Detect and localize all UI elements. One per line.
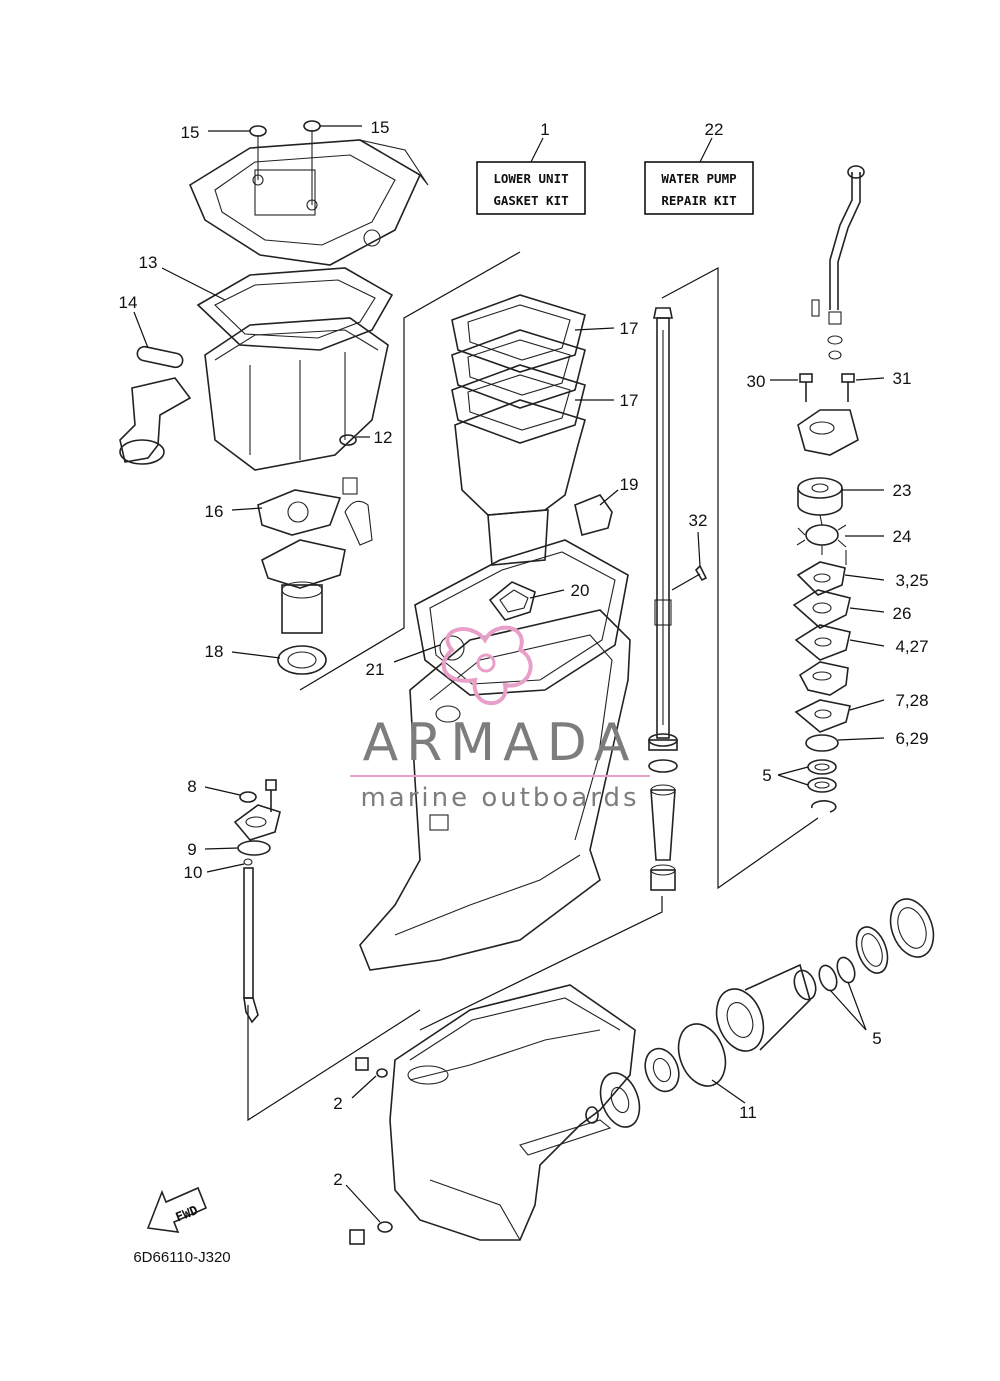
bolt-31 [841, 373, 855, 402]
o-ring-12 [339, 434, 373, 546]
exhaust-guide-part [454, 399, 586, 566]
callout-label: 30 [747, 372, 766, 391]
claw-washer-part [855, 926, 889, 974]
callout-label: 21 [366, 660, 385, 679]
gasket-7-28 [794, 699, 851, 733]
water-tube-part [811, 165, 865, 360]
callout-labels: 1 22 15 15 13 14 12 16 18 17 17 19 20 21… [119, 118, 929, 1189]
callout-label: 23 [893, 481, 912, 500]
insert-23 [797, 477, 843, 516]
water-pump-repair-kit-box: WATER PUMP REPAIR KIT [644, 161, 754, 215]
callout-label: 15 [181, 123, 200, 142]
oil-pan-part [204, 317, 389, 471]
kit-box-line2: REPAIR KIT [661, 193, 736, 208]
gasket-4-27 [794, 624, 851, 661]
o-ring-15-left [249, 125, 267, 137]
callout-label: 15 [371, 118, 390, 137]
armada-watermark: ARMADA marine outboards [350, 625, 650, 813]
pump-housing-part [797, 409, 859, 456]
plug-2-upper [355, 1057, 388, 1078]
callout-label: 2 [333, 1170, 342, 1189]
callout-label: 19 [620, 475, 639, 494]
callout-label: 11 [739, 1103, 757, 1122]
callout-label: 8 [187, 777, 196, 796]
callout-label: 3,25 [895, 571, 928, 590]
reverse-gear-part [585, 1072, 641, 1128]
watermark-logo-icon [441, 625, 533, 706]
gasket-21 [414, 539, 629, 696]
oil-seals-5-lower [818, 956, 856, 992]
callout-label: 26 [893, 604, 912, 623]
drive-shaft-bushings-part [648, 733, 678, 891]
lower-unit-gasket-kit-box: LOWER UNIT GASKET KIT [476, 161, 586, 215]
o-ring-6-29 [805, 734, 839, 752]
callout-label: 14 [119, 293, 138, 312]
watermark-brand: ARMADA [363, 713, 638, 773]
callout-label: 20 [571, 581, 590, 600]
callout-label: 5 [762, 766, 771, 785]
oil-seals-5-upper [807, 759, 837, 793]
bolt-30 [799, 373, 813, 402]
gasket-17-lower [451, 364, 586, 444]
seal-14 [136, 345, 184, 369]
kit-box-line2: GASKET KIT [493, 193, 568, 208]
watermark-tagline: marine outboards [360, 783, 639, 813]
seal-19 [574, 494, 613, 536]
callout-label: 12 [374, 428, 393, 447]
circlip-part [811, 800, 837, 813]
plug-2-lower [349, 1221, 393, 1245]
gasket-13 [196, 267, 394, 351]
upper-casing-part [188, 130, 429, 266]
callout-label: 17 [620, 319, 639, 338]
callout-label: 16 [205, 502, 224, 521]
group-bracket-lines [247, 251, 819, 1122]
callout-label: 24 [893, 527, 912, 546]
kit-box-line1: LOWER UNIT [493, 171, 568, 186]
callout-label: 7,28 [895, 691, 928, 710]
o-ring-11 [677, 1023, 727, 1087]
gasket-17-upper [451, 294, 586, 373]
callout-label: 1 [540, 120, 549, 139]
bearing-part [644, 1047, 680, 1093]
callout-label: 17 [620, 391, 639, 410]
outer-plate-26 [792, 589, 851, 629]
callout-label: 2 [333, 1094, 342, 1113]
impeller-24 [796, 514, 847, 565]
gasket-17-middle [451, 329, 586, 409]
o-ring-15-right [303, 120, 321, 132]
drive-shaft-part [653, 307, 673, 739]
water-pump-housing-part [261, 539, 346, 634]
oil-seal-18 [277, 645, 327, 675]
callout-label: 9 [187, 840, 196, 859]
seal-20 [488, 581, 536, 621]
gasket-3-25 [796, 561, 846, 596]
propeller-shaft-housing-part [715, 963, 817, 1052]
gasket-16 [257, 489, 342, 536]
fwd-label: FWD [173, 1202, 200, 1224]
callout-label: 31 [893, 369, 912, 388]
callout-label: 10 [184, 863, 203, 882]
callout-label: 18 [205, 642, 224, 661]
kit-box-line1: WATER PUMP [661, 171, 736, 186]
pin-32 [694, 564, 708, 582]
lower-case-part [389, 984, 636, 1241]
callout-label: 6,29 [895, 729, 928, 748]
upper-case-part [359, 609, 631, 971]
callout-label: 32 [689, 511, 708, 530]
ring-nut-part [889, 898, 935, 958]
fwd-arrow-icon: FWD [146, 1186, 208, 1233]
callout-label: 4,27 [895, 637, 928, 656]
drawing-code: 6D66110-J320 [133, 1249, 230, 1266]
shift-rod-assembly [233, 779, 281, 1024]
callout-label: 5 [872, 1029, 881, 1048]
callout-label: 13 [139, 253, 158, 272]
pump-base-part [798, 661, 849, 696]
oil-strainer-part [119, 377, 192, 465]
callout-label: 22 [705, 120, 724, 139]
leader-lines [133, 125, 885, 1223]
